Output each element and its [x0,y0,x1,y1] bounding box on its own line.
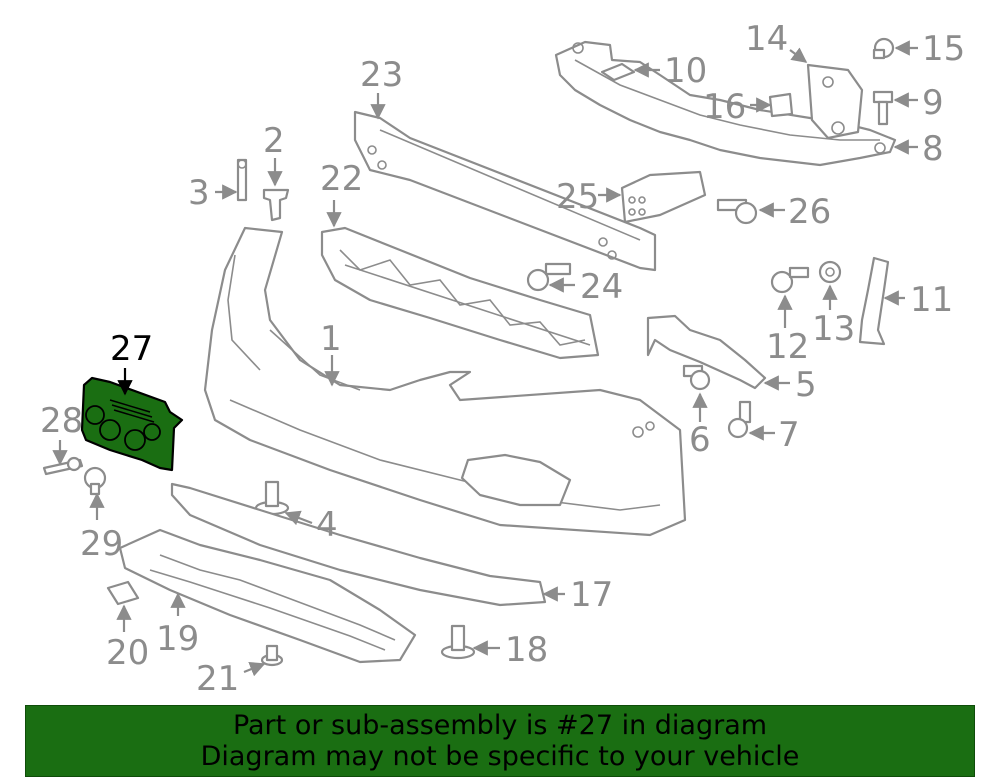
callout-27: 27 [110,329,153,369]
rivet-3 [236,158,248,202]
callout-11: 11 [910,280,953,320]
callout-29: 29 [80,524,123,564]
banner-line-1: Part or sub-assembly is #27 in diagram [232,710,768,741]
callout-21: 21 [196,659,239,699]
bolt-7 [727,400,752,439]
callout-1: 1 [320,319,342,359]
callout-10: 10 [664,51,707,91]
callout-2: 2 [263,121,285,161]
callout-5: 5 [795,365,817,405]
bracket-11 [858,256,890,346]
bolt-24 [526,262,572,292]
banner-line-2: Diagram may not be specific to your vehi… [200,741,800,772]
screw-29 [83,466,107,496]
clip-2 [262,188,290,222]
side-bracket-5 [646,314,767,390]
callout-8: 8 [922,129,944,169]
bolt-26 [716,198,758,225]
clip-21 [260,644,284,667]
callout-25: 25 [556,177,599,217]
callout-19: 19 [156,619,199,659]
bumper-beam-23 [353,110,657,272]
callout-17: 17 [570,575,613,615]
bolt-15 [872,37,895,60]
callout-labels: 1 2 3 4 5 6 7 8 9 10 11 12 13 14 15 16 1… [40,19,965,699]
callout-6: 6 [689,420,711,460]
callout-9: 9 [922,83,944,123]
bolt-6 [682,364,711,391]
license-plate-bracket-27 [80,376,184,472]
callout-4: 4 [316,505,338,545]
callout-16: 16 [703,87,746,127]
callout-28: 28 [40,401,83,441]
callout-12: 12 [766,327,809,367]
callout-26: 26 [788,192,831,232]
callout-20: 20 [106,633,149,673]
absorber-25 [620,170,707,224]
callout-13: 13 [812,309,855,349]
callout-23: 23 [360,55,403,95]
clip-18 [440,624,476,660]
clip-16 [768,92,794,118]
bracket-14 [806,63,864,140]
bolt-9 [872,90,894,126]
callout-18: 18 [505,630,548,670]
leader-lines [52,40,918,677]
clip-20 [106,580,140,606]
callout-14: 14 [745,19,788,59]
info-banner: Part or sub-assembly is #27 in diagram D… [25,705,975,777]
callout-22: 22 [320,159,363,199]
callout-7: 7 [778,415,800,455]
bumper-cover-1 [203,226,687,537]
bolt-12 [770,266,810,294]
nut-13 [818,260,842,284]
callout-15: 15 [922,29,965,69]
callout-3: 3 [188,173,210,213]
callout-24: 24 [580,267,623,307]
rivet-28 [42,456,84,476]
energy-absorber-22 [320,226,600,360]
